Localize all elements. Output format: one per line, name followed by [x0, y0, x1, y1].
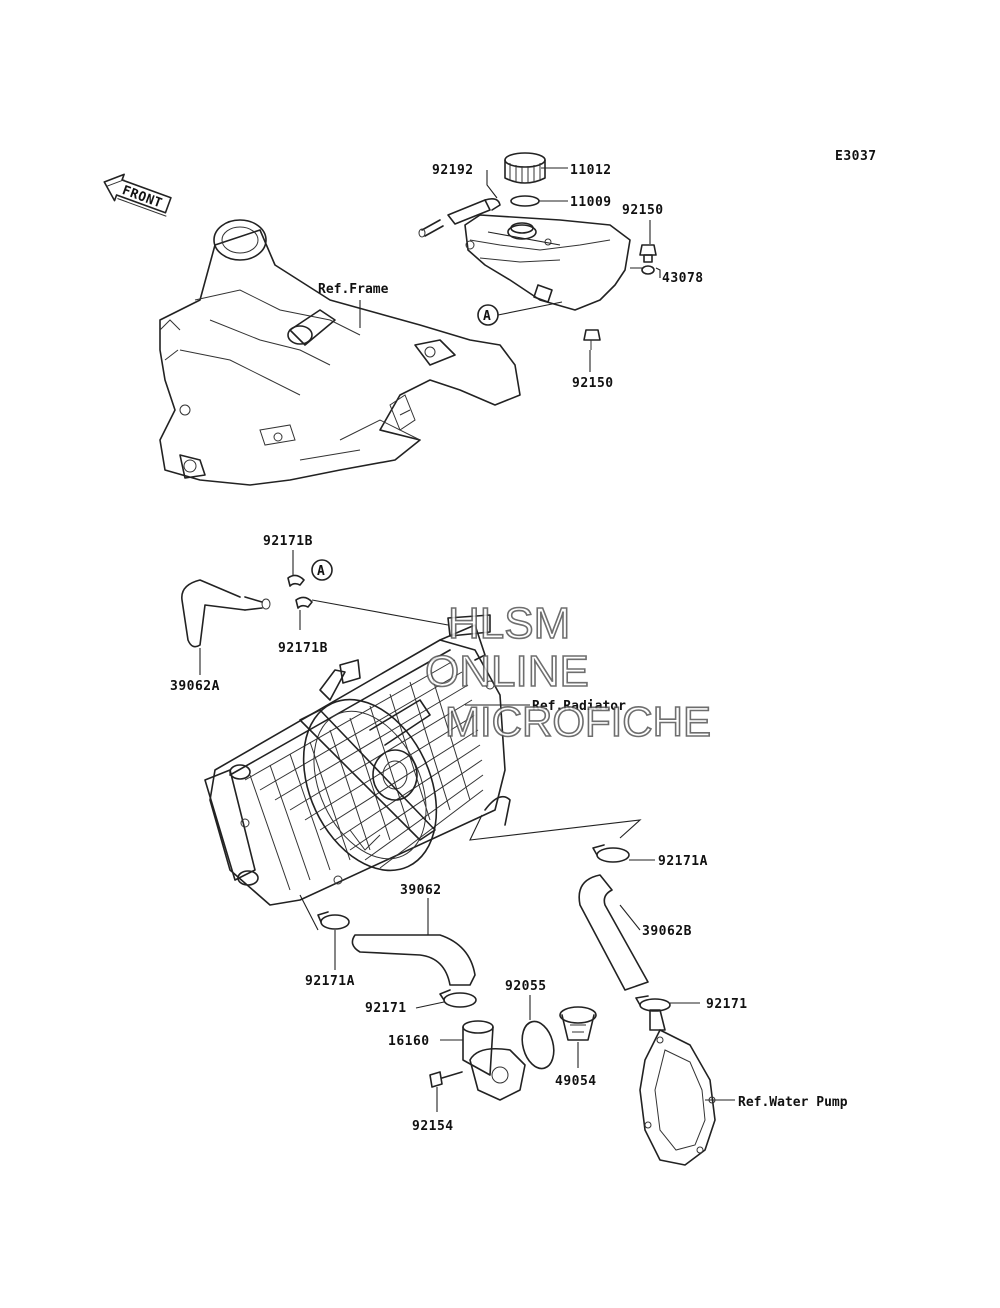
radiator-drawing — [204, 614, 511, 906]
label-92154: 92154 — [412, 1119, 454, 1134]
callout-a-upper: A — [477, 301, 563, 326]
clamp-92171-right — [635, 995, 671, 1012]
fan-assembly — [299, 659, 438, 872]
grommet-43078 — [641, 265, 655, 275]
label-92150-top: 92150 — [622, 203, 664, 218]
thermostat-49054 — [559, 1006, 597, 1041]
clamp-92171b-bottom — [295, 596, 313, 609]
clamp-92171-left — [439, 989, 477, 1008]
label-92171a-right: 92171A — [658, 854, 708, 869]
label-39062b: 39062B — [642, 924, 692, 939]
label-92171b-top: 92171B — [263, 534, 313, 549]
label-92171b-bottom: 92171B — [278, 641, 328, 656]
ref-frame-label: Ref.Frame — [318, 282, 389, 297]
reservoir-tank — [464, 214, 631, 311]
bolt-92150-top — [639, 244, 657, 263]
clamp-92171a-left — [317, 911, 350, 930]
overflow-hose — [418, 198, 501, 238]
water-pipe-16160 — [462, 1020, 526, 1101]
frame-drawing — [159, 219, 521, 486]
label-92171-left: 92171 — [365, 1001, 407, 1016]
radiator-cap — [504, 152, 546, 184]
hose-39062a — [181, 579, 271, 648]
diagram-code: E3037 — [835, 149, 877, 164]
label-49054: 49054 — [555, 1074, 597, 1089]
label-92192: 92192 — [432, 163, 474, 178]
bolt-92150-bottom — [583, 329, 601, 350]
label-92171a-left: 92171A — [305, 974, 355, 989]
watermark-line2: ONLINE — [425, 647, 589, 696]
label-16160: 16160 — [388, 1034, 430, 1049]
hose-39062b — [578, 874, 649, 991]
o-ring-92055 — [521, 1020, 555, 1070]
bolt-92154 — [429, 1071, 463, 1088]
callout-a-lower: A — [311, 559, 333, 581]
clamp-92171b-top — [287, 574, 305, 587]
label-92055: 92055 — [505, 979, 547, 994]
callout-a-upper-label: A — [483, 309, 491, 324]
label-92150-bottom: 92150 — [572, 376, 614, 391]
watermark-line1: HLSM — [448, 599, 570, 648]
ref-water-pump-label: Ref.Water Pump — [738, 1095, 848, 1110]
ref-radiator-label: Ref.Radiator — [532, 699, 626, 714]
label-11012: 11012 — [570, 163, 612, 178]
label-43078: 43078 — [662, 271, 704, 286]
clamp-92171a-right — [592, 844, 630, 863]
watermark: HLSM ONLINE MICROFICHE — [424, 598, 712, 746]
label-11009: 11009 — [570, 195, 612, 210]
water-pump-drawing — [639, 1009, 716, 1166]
watermark-line3: MICROFICHE — [445, 698, 711, 745]
callout-a-lower-label: A — [317, 564, 325, 579]
label-39062: 39062 — [400, 883, 442, 898]
front-arrow-icon: FRONT — [103, 173, 172, 217]
label-92171-right: 92171 — [706, 997, 748, 1012]
label-39062a: 39062A — [170, 679, 220, 694]
hose-39062 — [351, 934, 476, 986]
cap-gasket — [510, 195, 540, 207]
